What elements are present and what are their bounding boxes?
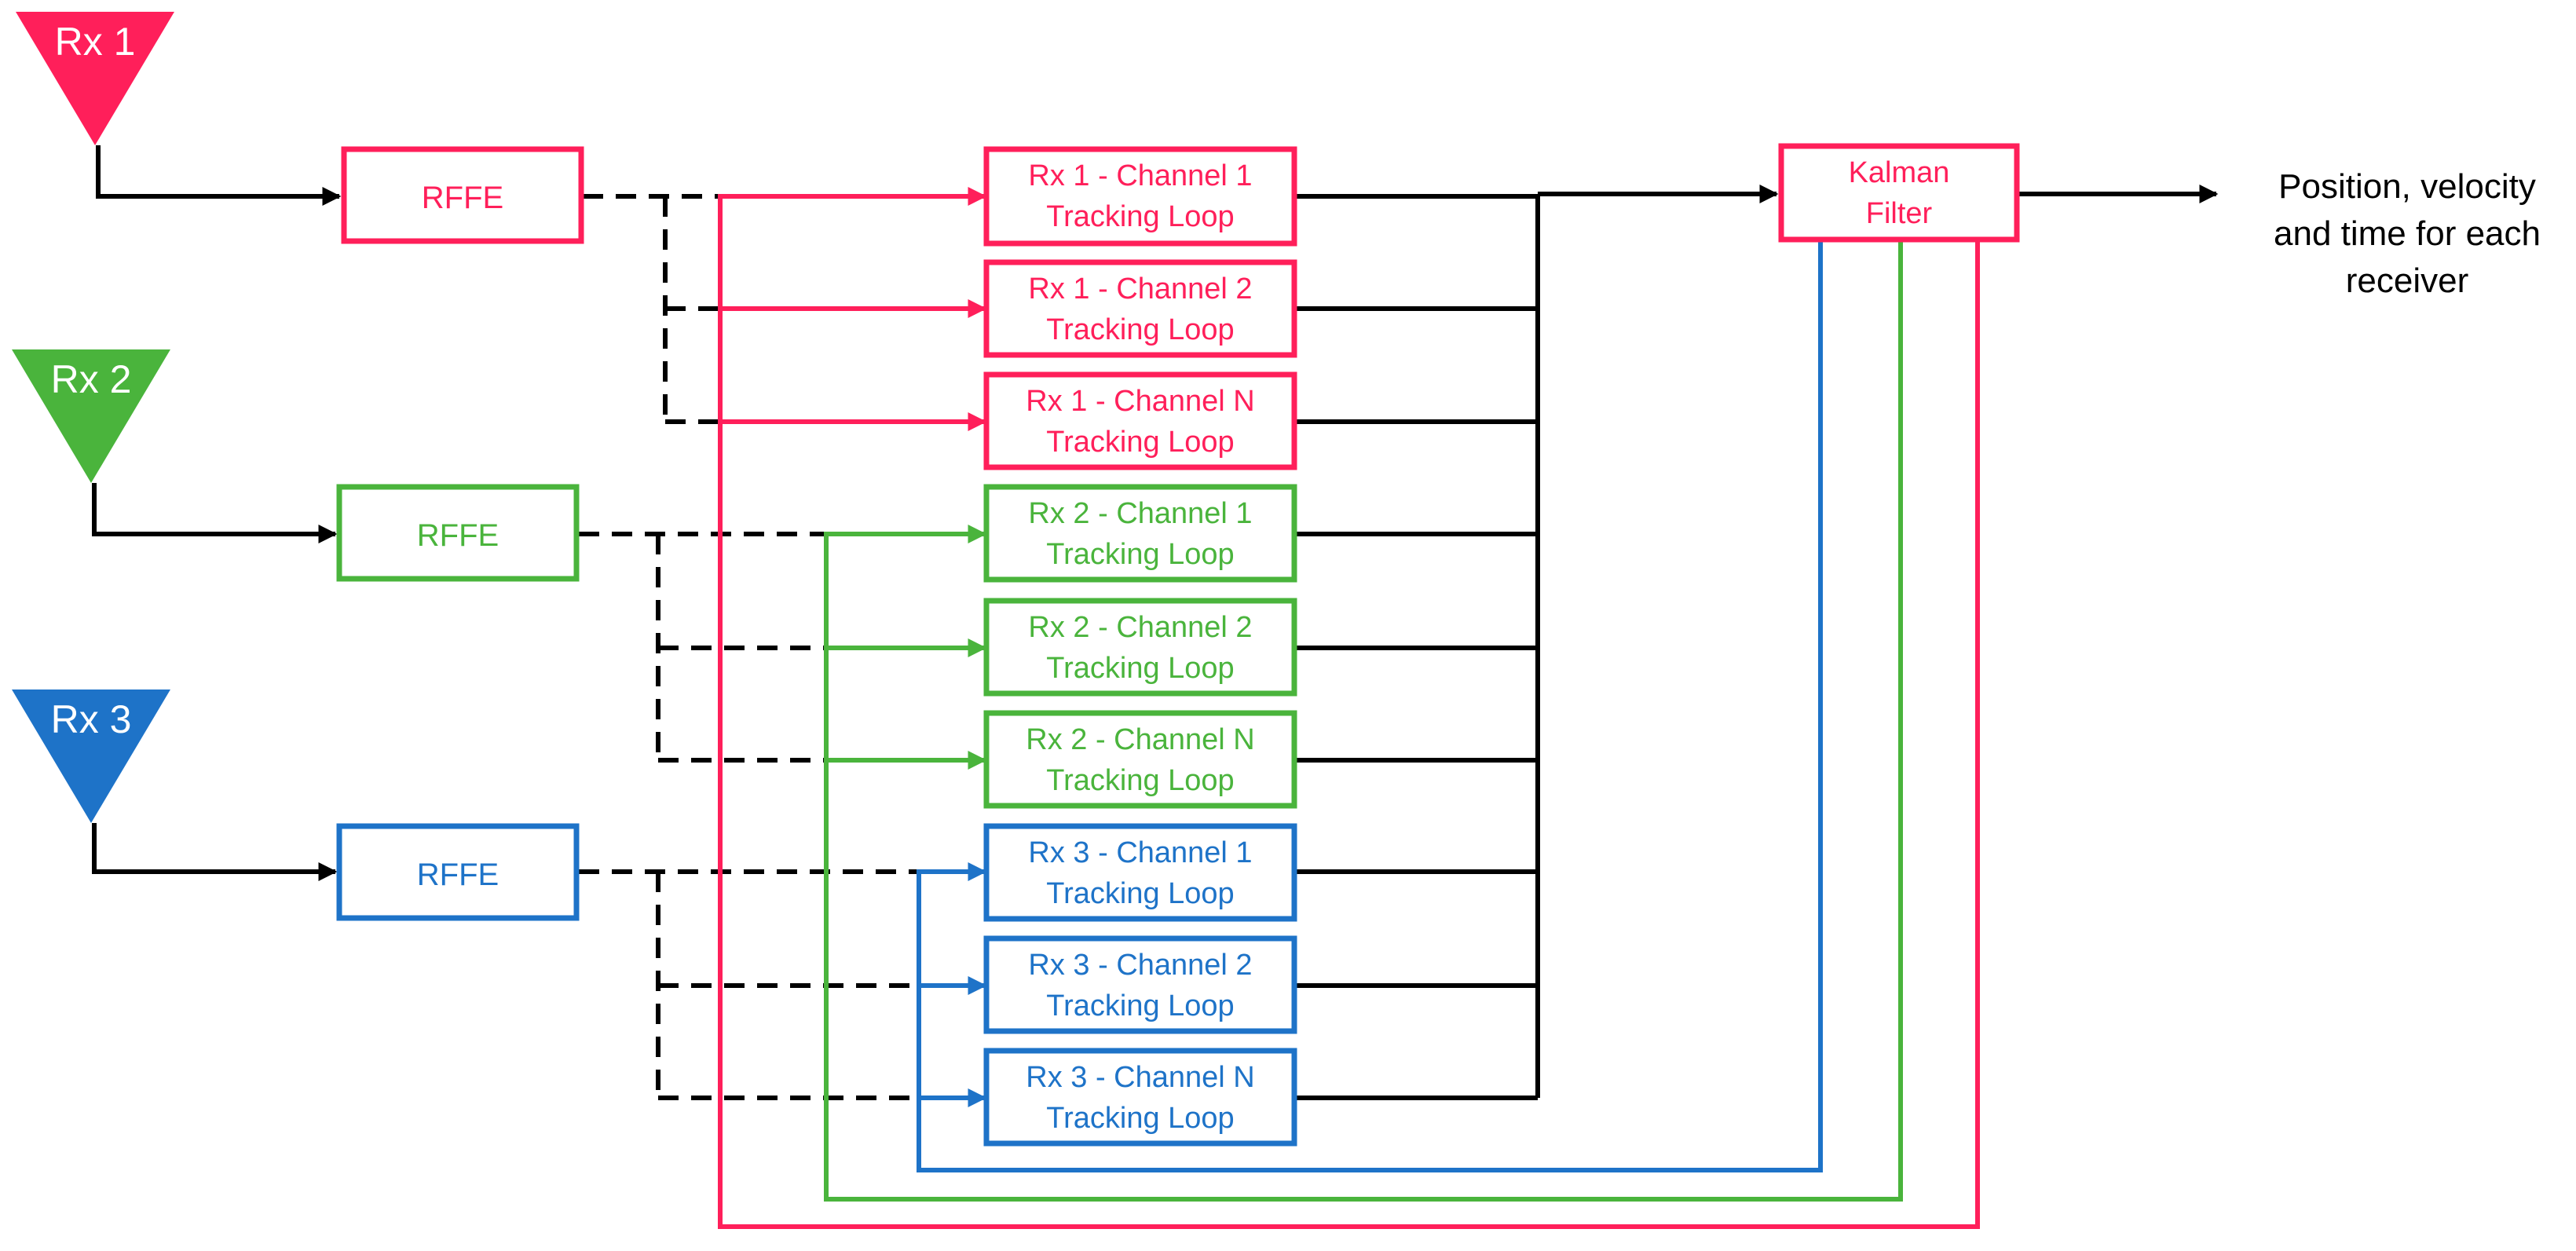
kalman-filter: Kalman Filter	[1778, 143, 2020, 243]
rffe1-dashed-bus	[583, 194, 719, 424]
antenna-rx2-label: Rx 2	[51, 357, 132, 401]
rffe-rx3-box	[336, 823, 580, 921]
antenna-feed-lines	[92, 145, 342, 881]
tracking-loop-rx3-ch2: Rx 3 - Channel 2 Tracking Loop	[983, 935, 1297, 1034]
tracking-loop-box	[983, 146, 1297, 247]
rffe-rx2-label: RFFE	[417, 518, 499, 553]
tracking-output-stubs	[1297, 194, 1538, 1100]
tracking-loop-box	[983, 823, 1297, 922]
output-line2: and time for each	[2274, 214, 2541, 253]
feed-line-rx3	[92, 823, 338, 881]
rffe3-dashed-bus	[579, 869, 919, 1100]
tracking-loop-line1: Rx 2 - Channel N	[1026, 723, 1254, 756]
tracking-loop-line2: Tracking Loop	[1046, 538, 1234, 571]
feedback-loop-rx1	[718, 187, 1980, 1229]
feedback-loop-rx2	[824, 240, 1903, 1202]
tracking-loop-box	[983, 484, 1297, 583]
output-line3: receiver	[2346, 262, 2469, 300]
kalman-filter-line1: Kalman	[1849, 156, 1950, 189]
tracking-loop-box	[983, 259, 1297, 358]
tracking-loop-line2: Tracking Loop	[1046, 989, 1234, 1022]
tracking-loop-line1: Rx 3 - Channel 1	[1028, 836, 1252, 869]
tracking-output-bus	[1297, 185, 1779, 1100]
tracking-loop-line2: Tracking Loop	[1046, 1102, 1234, 1135]
tracking-loop-line1: Rx 1 - Channel 2	[1028, 273, 1252, 305]
tracking-loop-rx2-ch1: Rx 2 - Channel 1 Tracking Loop	[983, 484, 1297, 583]
tracking-loop-rx2-ch2: Rx 2 - Channel 2 Tracking Loop	[983, 598, 1297, 697]
rffe-rx3-label: RFFE	[417, 858, 499, 892]
tracking-loop-box	[983, 1048, 1297, 1147]
rffe-rx3: RFFE	[336, 823, 580, 921]
tracking-loop-line1: Rx 2 - Channel 1	[1028, 497, 1252, 530]
tracking-loop-rx3-chn: Rx 3 - Channel N Tracking Loop	[983, 1048, 1297, 1147]
feedback-loop-rx3	[917, 240, 1823, 1172]
tracking-loop-line2: Tracking Loop	[1046, 200, 1234, 233]
rffe-rx1-box	[341, 146, 584, 244]
tracking-loop-box	[983, 598, 1297, 697]
tracking-loop-line2: Tracking Loop	[1046, 764, 1234, 797]
tracking-loop-box	[983, 371, 1297, 470]
tracking-loop-line2: Tracking Loop	[1046, 426, 1234, 459]
feed-line-rx2	[92, 483, 338, 543]
tracking-loop-box	[983, 710, 1297, 809]
rffe-rx2: RFFE	[336, 484, 580, 582]
antenna-rx2: Rx 2	[12, 349, 170, 483]
antenna-rx3-triangle	[12, 690, 170, 823]
antenna-rx1-label: Rx 1	[55, 20, 136, 64]
output-description: Position, velocity and time for each rec…	[2274, 167, 2541, 300]
feedback-loops	[718, 187, 1980, 1229]
antenna-rx1-triangle	[16, 12, 174, 145]
antenna-rx3-label: Rx 3	[51, 697, 132, 741]
rffe-rx1: RFFE	[341, 146, 584, 244]
rffe-rx2-box	[336, 484, 580, 582]
feed-line-rx1	[96, 145, 342, 206]
tracking-loop-rx1-ch2: Rx 1 - Channel 2 Tracking Loop	[983, 259, 1297, 358]
antenna-rx1: Rx 1	[16, 12, 174, 145]
kalman-filter-box	[1778, 143, 2020, 243]
tracking-loop-box	[983, 935, 1297, 1034]
tracking-loop-line2: Tracking Loop	[1046, 313, 1234, 346]
tracking-loop-line1: Rx 2 - Channel 2	[1028, 611, 1252, 644]
kalman-filter-line2: Filter	[1866, 197, 1933, 230]
tracking-loop-line1: Rx 3 - Channel N	[1026, 1061, 1254, 1094]
antenna-rx2-triangle	[12, 349, 170, 483]
tracking-loop-line2: Tracking Loop	[1046, 877, 1234, 910]
tracking-loop-line1: Rx 1 - Channel N	[1026, 385, 1254, 418]
rffe-rx1-label: RFFE	[422, 181, 503, 215]
tracking-loop-line1: Rx 3 - Channel 2	[1028, 949, 1252, 982]
tracking-loop-line2: Tracking Loop	[1046, 652, 1234, 685]
tracking-loop-rx2-chn: Rx 2 - Channel N Tracking Loop	[983, 710, 1297, 809]
tracking-loop-rx1-ch1: Rx 1 - Channel 1 Tracking Loop	[983, 146, 1297, 247]
antenna-rx3: Rx 3	[12, 690, 170, 823]
rffe2-dashed-bus	[579, 532, 828, 763]
output-line1: Position, velocity	[2278, 167, 2536, 206]
rffe-dashed-lines	[579, 194, 919, 1100]
tracking-loop-line1: Rx 1 - Channel 1	[1028, 159, 1252, 192]
tracking-loop-rx1-chn: Rx 1 - Channel N Tracking Loop	[983, 371, 1297, 470]
tracking-loop-rx3-ch1: Rx 3 - Channel 1 Tracking Loop	[983, 823, 1297, 922]
